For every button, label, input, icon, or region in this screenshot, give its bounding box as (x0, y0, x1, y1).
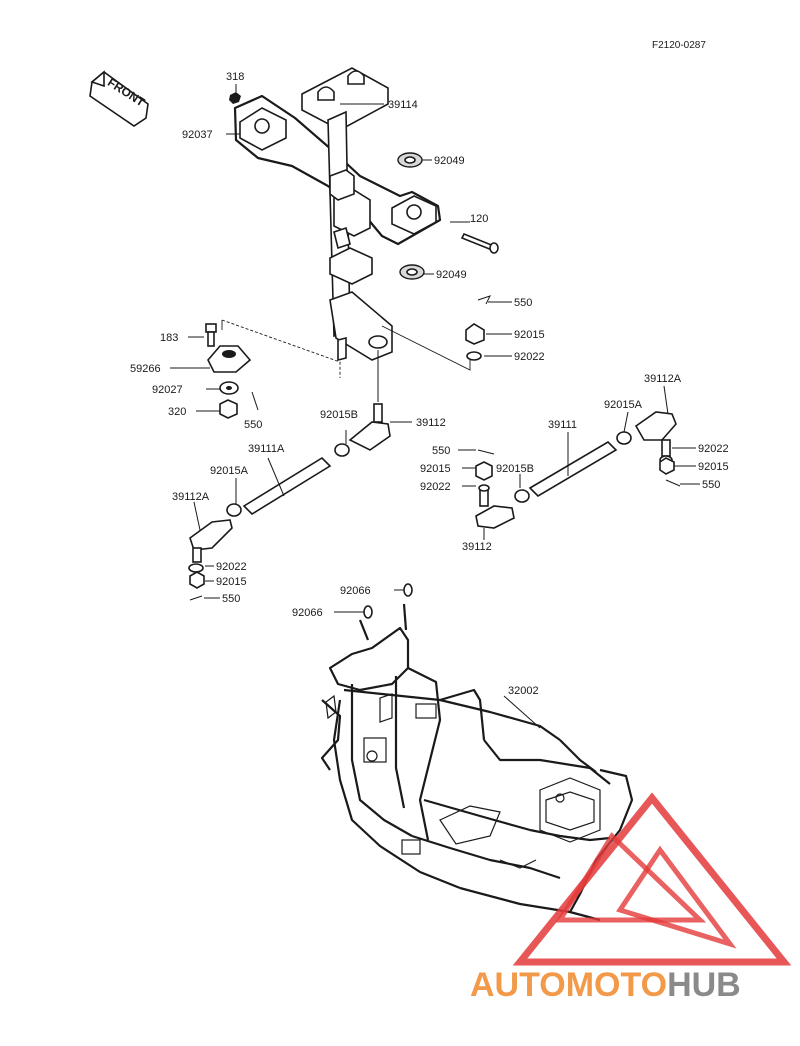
label-92015B-left: 92015B (320, 409, 358, 421)
label-550-left: 550 (244, 419, 262, 431)
label-92022-top: 92022 (514, 351, 545, 363)
label-92066-upper: 92066 (340, 585, 371, 597)
steering-stem-assembly (229, 67, 499, 362)
label-92015-top: 92015 (514, 329, 545, 341)
label-550-bottom-left: 550 (222, 593, 240, 605)
label-92015-left: 92015 (216, 576, 247, 588)
automotohub-watermark: AUTOMOTOHUB (470, 792, 792, 1004)
label-32002: 32002 (508, 685, 539, 697)
label-92037: 92037 (182, 129, 213, 141)
frame-assembly (320, 583, 634, 922)
watermark-text: AUTOMOTOHUB (470, 966, 741, 1004)
label-92015A-left: 92015A (210, 465, 249, 477)
label-92015A-right: 92015A (604, 399, 643, 411)
label-39111: 39111 (548, 419, 577, 431)
label-318: 318 (226, 71, 244, 83)
watermark-text-part1: AUTOMOTO (470, 966, 667, 1004)
label-92066-lower: 92066 (292, 607, 323, 619)
label-92049-upper: 92049 (434, 155, 465, 167)
left-tie-rod-assembly (188, 403, 391, 601)
label-183: 183 (160, 332, 178, 344)
label-39112A-right: 39112A (644, 373, 682, 385)
label-39111A: 39111A (248, 443, 285, 455)
leader-lines-middle (170, 336, 700, 599)
label-550-right: 550 (702, 479, 720, 491)
label-92022-mid: 92022 (420, 481, 451, 493)
label-92015-right: 92015 (698, 461, 729, 473)
label-320: 320 (168, 406, 186, 418)
label-550-top: 550 (514, 297, 532, 309)
right-tie-rod-assembly (475, 411, 681, 529)
label-92022-right: 92022 (698, 443, 729, 455)
label-39112-right: 39112 (462, 541, 492, 553)
label-92015B-right: 92015B (496, 463, 534, 475)
watermark-triangle-logo (512, 792, 792, 966)
front-arrow-icon: FRONT (89, 70, 149, 127)
label-92015-mid: 92015 (420, 463, 451, 475)
label-92027: 92027 (152, 384, 183, 396)
leader-lines-top (221, 84, 471, 402)
upper-right-hardware (465, 295, 512, 361)
label-550-mid: 550 (432, 445, 450, 457)
left-mount-hardware (205, 323, 259, 419)
label-120: 120 (470, 213, 488, 225)
watermark-text-part2: HUB (667, 966, 741, 1004)
label-39112A-left: 39112A (172, 491, 210, 503)
label-39114: 39114 (388, 99, 418, 111)
part-labels: 318 39114 92037 92049 120 92049 550 183 … (130, 71, 729, 697)
label-39112-left: 39112 (416, 417, 446, 429)
label-92049-lower: 92049 (436, 269, 467, 281)
figure-code: F2120-0287 (652, 40, 706, 51)
label-59266: 59266 (130, 363, 161, 375)
label-92022-left: 92022 (216, 561, 247, 573)
